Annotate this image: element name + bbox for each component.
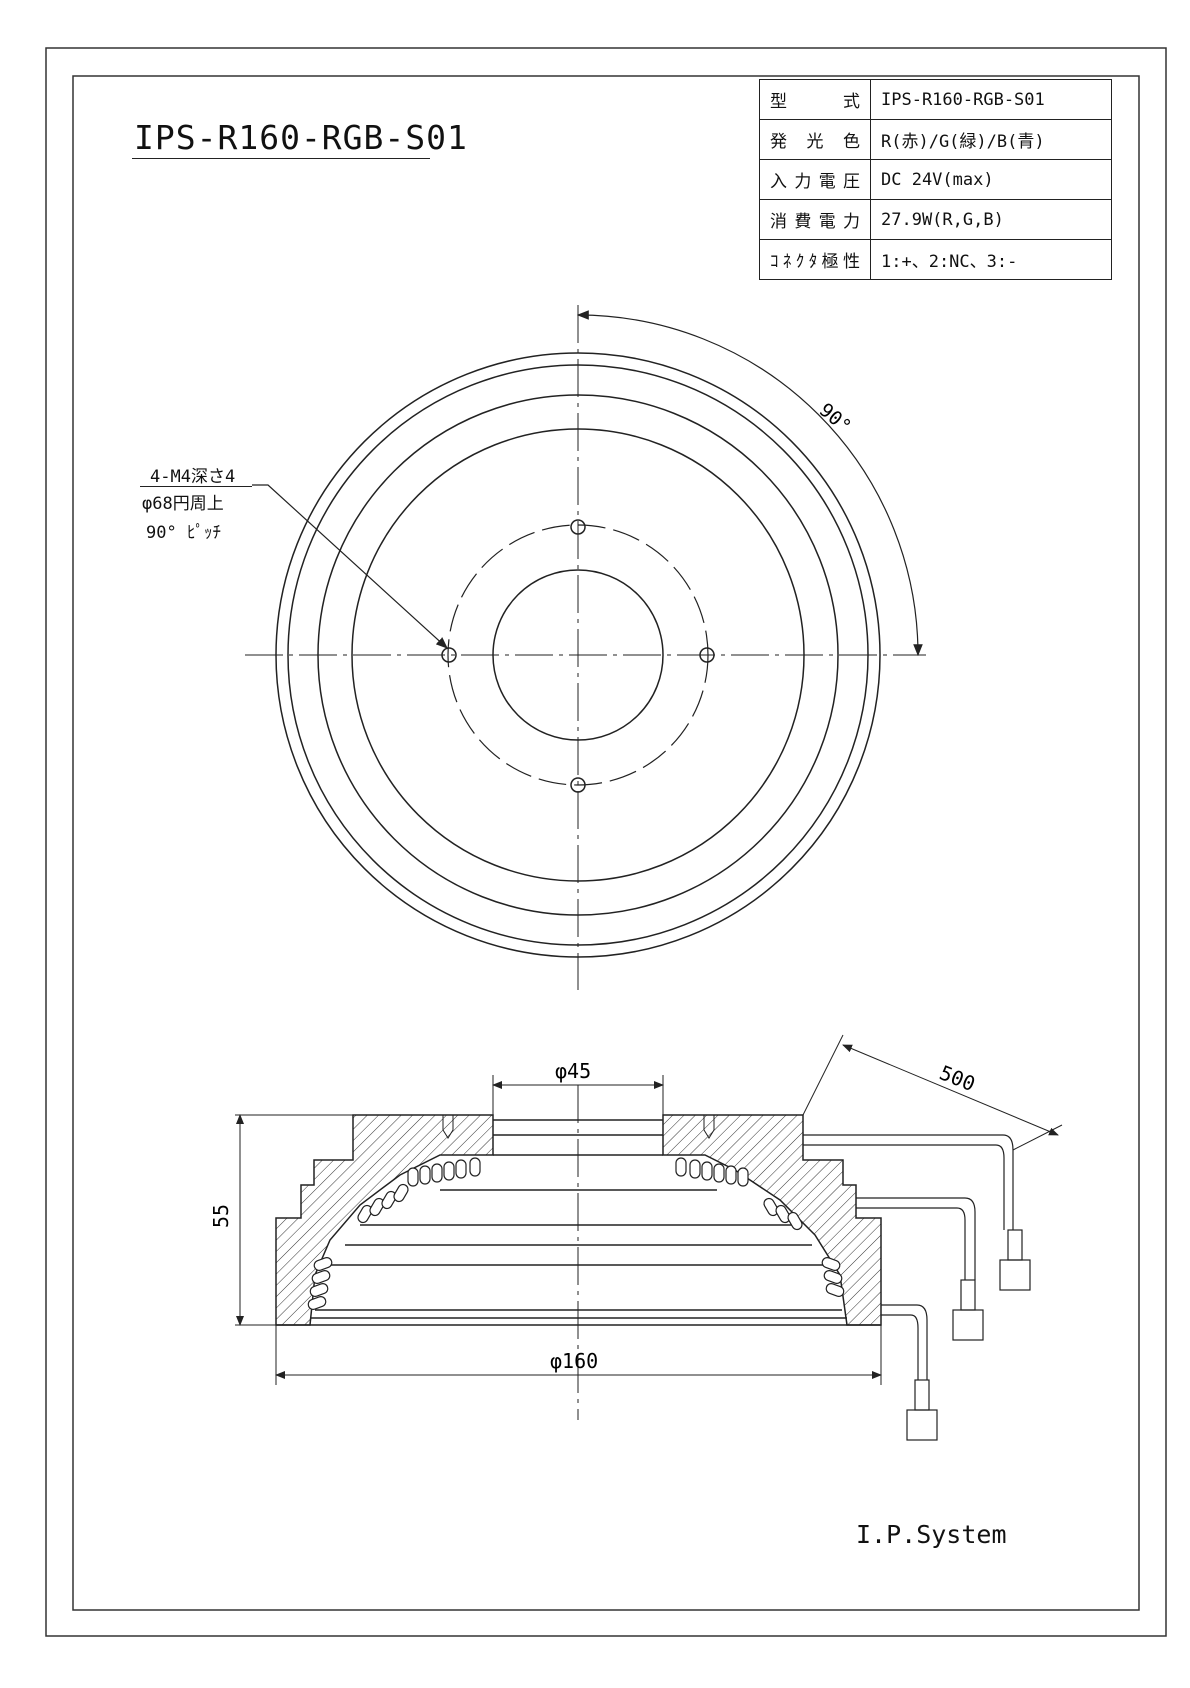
title-underline [132,158,430,159]
inner-diameter-label: φ45 [555,1059,591,1083]
led-array [307,1157,845,1310]
cable-length-label: 500 [936,1060,978,1096]
spec-value: IPS-R160-RGB-S01 [870,79,1112,120]
hole-note-line-1: 4-M4深さ4 [150,467,236,487]
spec-value: R(赤)/G(緑)/B(青) [870,119,1112,160]
mount-hole-left [441,647,457,663]
spec-value: DC 24V(max) [870,159,1112,200]
hole-note-line-2: φ68円周上 [142,494,224,514]
spec-table: 型 式 IPS-R160-RGB-S01 発 光 色 R(赤)/G(緑)/B(青… [759,79,1112,280]
hole-note-leader [252,484,448,649]
spec-key: 型 式 [759,79,871,120]
company-name: I.P.System [856,1520,1007,1549]
outer-diameter-label: φ160 [550,1349,598,1373]
spec-row: 消費電力 27.9W(R,G,B) [759,199,1112,240]
section-left [275,1114,494,1326]
spec-key: 発 光 色 [759,119,871,160]
spec-key: ｺﾈｸﾀ極性 [759,239,871,280]
section-right [662,1114,882,1326]
dimensions [235,1034,1063,1385]
top-view [245,305,926,990]
spec-row: 発 光 色 R(赤)/G(緑)/B(青) [759,119,1112,160]
spec-key: 消費電力 [759,199,871,240]
side-view [235,1034,1063,1441]
spec-value: 1:+、2:NC、3:- [870,239,1112,280]
hole-note-underline [140,486,252,487]
spec-row: ｺﾈｸﾀ極性 1:+、2:NC、3:- [759,239,1112,280]
inner-frame [72,75,1140,1611]
hole-note-line-3: 90° ﾋﾟｯﾁ [146,523,221,543]
angle-label: 90° [815,399,855,438]
spec-row: 入力電圧 DC 24V(max) [759,159,1112,200]
spec-key: 入力電圧 [759,159,871,200]
outer-frame [45,47,1167,1637]
drawing-title: IPS-R160-RGB-S01 [134,118,468,157]
height-label: 55 [209,1204,233,1228]
spec-row: 型 式 IPS-R160-RGB-S01 [759,79,1112,120]
angle-dimension-arc [576,310,923,657]
mount-hole-bottom [570,777,586,793]
spec-value: 27.9W(R,G,B) [870,199,1112,240]
